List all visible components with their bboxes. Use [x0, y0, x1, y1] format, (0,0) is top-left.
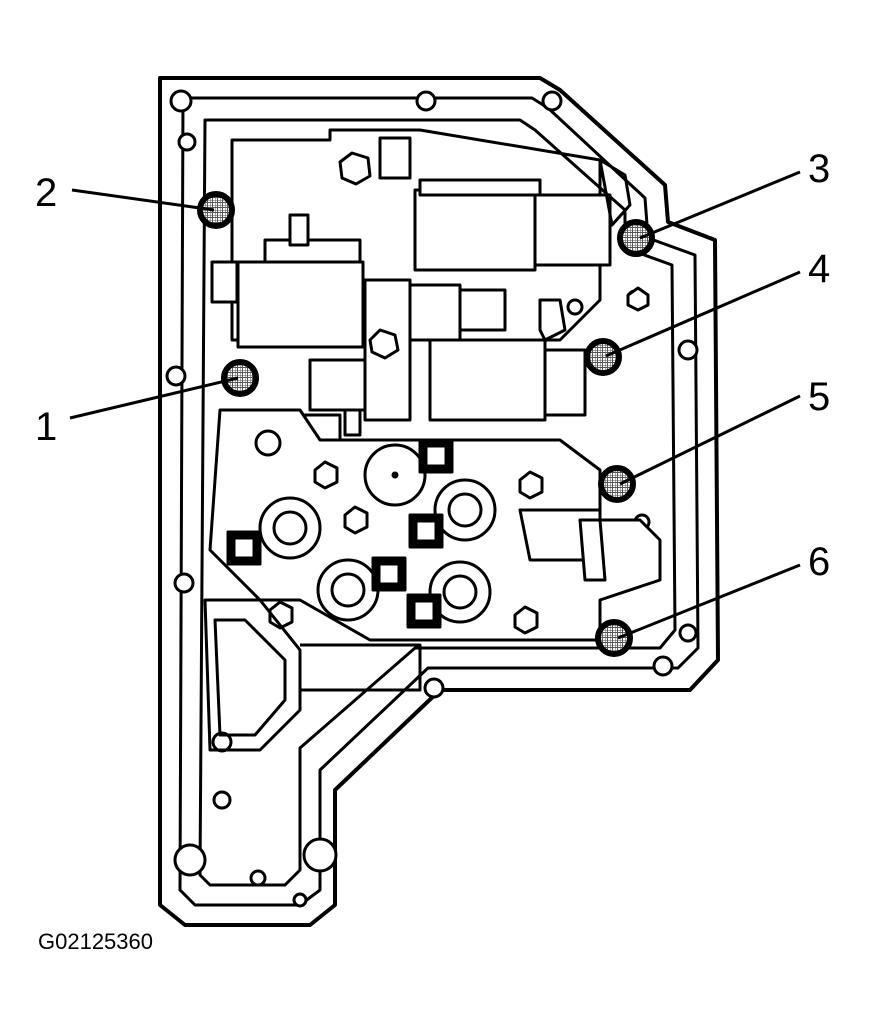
lower-solenoid-assembly — [208, 408, 662, 642]
leader-line-4 — [605, 270, 801, 358]
screen-4 — [584, 338, 622, 376]
callout-5: 5 — [808, 375, 830, 419]
leader-line-1 — [69, 376, 239, 420]
screen-3 — [617, 219, 655, 257]
lower-passages — [203, 598, 422, 752]
plate-outline — [158, 76, 720, 927]
screen-6 — [595, 619, 633, 657]
leader-line-6 — [617, 563, 801, 640]
screen-2 — [197, 191, 235, 229]
callout-2: 2 — [35, 171, 57, 215]
figure-code: G02125360 — [38, 929, 153, 954]
callout-labels: 1 2 3 4 5 6 — [35, 147, 830, 584]
callout-3: 3 — [808, 147, 830, 191]
upper-solenoid-assembly — [210, 128, 650, 442]
callout-1: 1 — [35, 405, 57, 449]
leader-line-2 — [71, 188, 215, 212]
leader-line-5 — [619, 394, 801, 486]
screen-1 — [221, 359, 259, 397]
callout-6: 6 — [808, 540, 830, 584]
callout-4: 4 — [808, 247, 830, 291]
screens — [197, 191, 655, 657]
screen-5 — [598, 465, 636, 503]
leader-line-3 — [639, 170, 801, 240]
leader-lines — [69, 170, 801, 640]
